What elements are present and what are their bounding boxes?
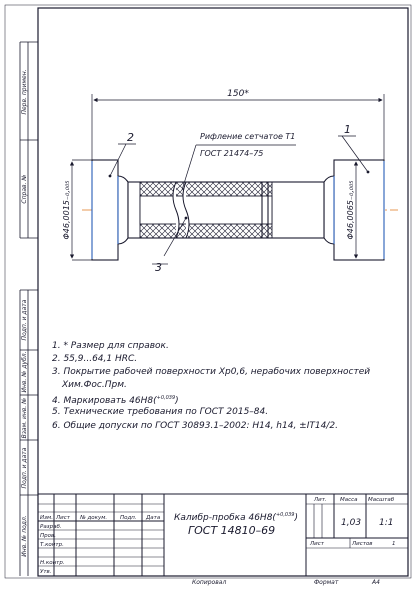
side-label-vzam-inv: Взам. инв. № — [21, 398, 28, 439]
role-prov: Пров. — [40, 533, 56, 539]
note-1: 1. * Размер для справок. — [52, 341, 169, 351]
break-line-left — [172, 181, 180, 239]
left-diameter-label: Φ46,0015₋₀,₀₀₅ — [62, 181, 71, 240]
note-3: 3. Покрытие рабочей поверхности Хр0,6, н… — [52, 367, 371, 377]
note-4: 4. Маркировать 46Н8(+0,039) — [52, 393, 179, 407]
callout-3: 3 — [155, 261, 162, 274]
header-podp: Подп. — [120, 515, 137, 521]
header-list: Лист — [55, 515, 71, 521]
right-flange — [333, 159, 385, 261]
sheets-value: 1 — [392, 541, 396, 547]
side-label-inv-podl: Инв. № подл. — [21, 515, 28, 556]
product-name-close: ) — [293, 513, 298, 523]
length-dimension-label: 150* — [227, 89, 249, 99]
note-4-text: 4. Маркировать 46Н8( — [52, 396, 157, 406]
note-5: 5. Технические требования по ГОСТ 2015–8… — [52, 407, 269, 417]
sheet-label: Лист — [309, 541, 325, 547]
title-block-frame — [37, 493, 409, 577]
note-4-close: ) — [175, 396, 179, 406]
callout-1: 1 — [344, 123, 351, 136]
header-data: Дата — [145, 515, 161, 521]
break-line-right — [182, 181, 190, 239]
side-label-sprav-no: Справ. № — [21, 174, 28, 203]
note-6: 6. Общие допуски по ГОСТ 30893.1–2002: Н… — [52, 421, 338, 431]
mass-label: Масса — [340, 497, 358, 503]
role-nkontr: Н.контр. — [40, 560, 65, 566]
sheets-label: Листов — [351, 541, 373, 547]
side-column-upper — [19, 41, 38, 239]
contour-highlight — [91, 161, 385, 259]
knurl-standard: ГОСТ 21474–75 — [200, 149, 263, 158]
side-label-podp-data-1: Подп. и дата — [21, 299, 28, 340]
role-utv: Утв. — [40, 569, 52, 575]
callout-2: 2 — [127, 131, 134, 144]
left-diameter-dimension — [69, 159, 92, 261]
lit-label: Лит. — [313, 497, 327, 503]
knurl-leader — [181, 144, 296, 191]
knurl-label: Рифление сетчатое Т1 — [200, 132, 295, 141]
mass-value: 1,03 — [341, 518, 361, 528]
side-column-lower — [19, 289, 38, 576]
role-tkontr: Т.контр. — [40, 542, 64, 548]
scale-label: Масштаб — [368, 497, 395, 503]
right-diameter-label: Φ46,0065₋₀,₀₀₅ — [346, 181, 355, 240]
note-3-cont: Хим.Фос.Прм. — [62, 380, 127, 390]
note-2: 2. 55,9...64,1 HRC. — [52, 354, 138, 364]
footer-format: Формат — [314, 579, 339, 586]
side-label-podp-data-2: Подп. и дата — [21, 447, 28, 488]
header-izm: Изм. — [40, 515, 53, 521]
note-4-tolerance: +0,039 — [156, 395, 176, 401]
product-standard: ГОСТ 14810–69 — [188, 524, 275, 537]
footer-format-value: А4 — [371, 579, 380, 586]
scale-value: 1:1 — [379, 518, 393, 528]
length-dimension — [91, 94, 385, 160]
side-label-perv-primen: Перв. примен. — [21, 69, 28, 114]
left-flange — [91, 159, 119, 261]
role-razrab: Разраб. — [40, 524, 62, 530]
outer-frame — [4, 4, 412, 579]
side-label-inv-dubl: Инв. № дубл. — [21, 351, 28, 392]
product-name: Калибр-пробка 46Н8(+0,039) — [174, 512, 298, 523]
callout-leaders — [109, 135, 369, 265]
section-bore — [139, 195, 273, 225]
product-name-tolerance: +0,039 — [276, 512, 295, 518]
footer-copied: Копировал — [192, 579, 226, 586]
product-name-main: Калибр-пробка 46Н8( — [174, 513, 276, 523]
gauge-part — [91, 159, 385, 261]
header-doc-no: № докум. — [79, 515, 107, 521]
inner-frame — [37, 7, 409, 577]
